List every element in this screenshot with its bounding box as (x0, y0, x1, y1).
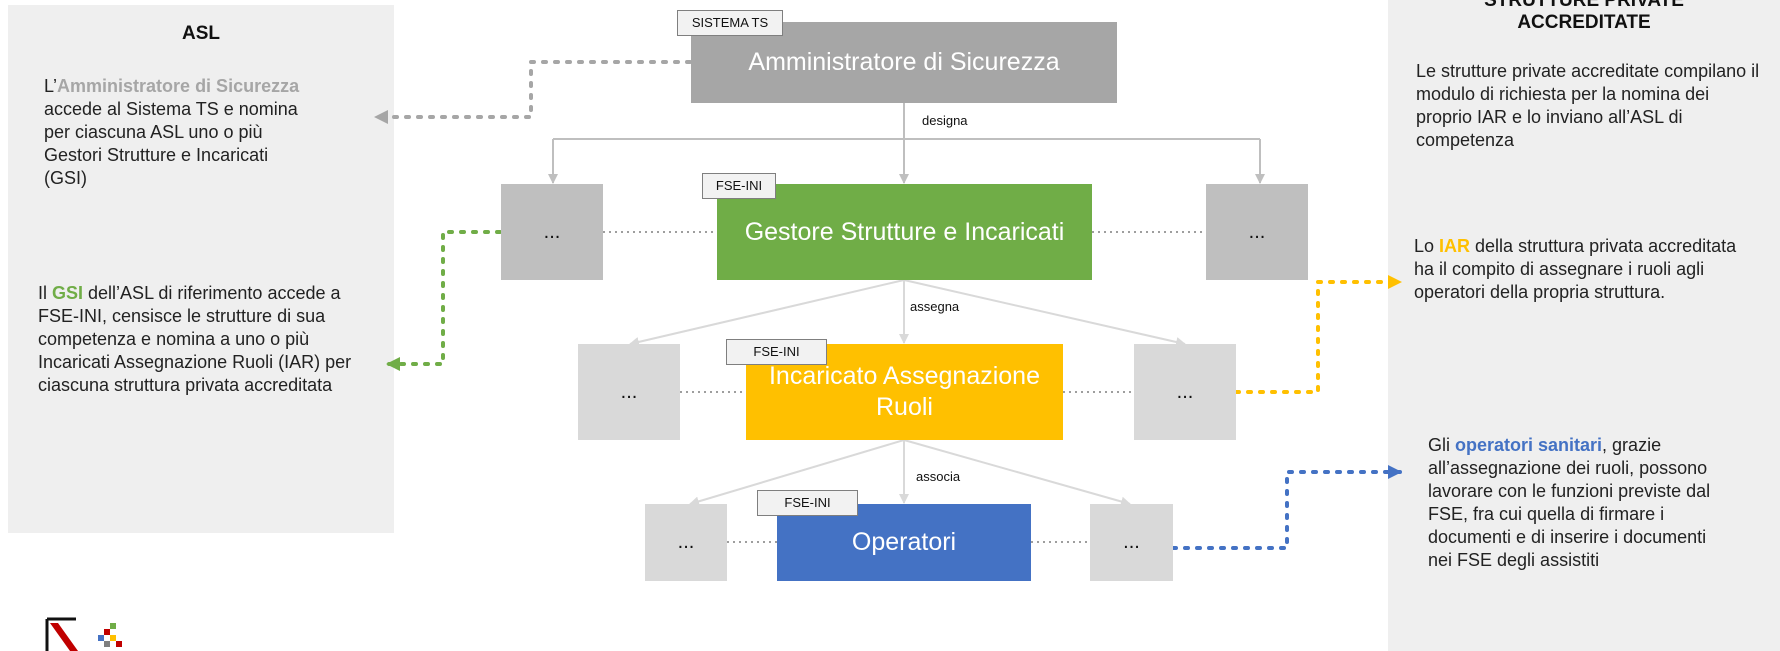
assegna-arrows (629, 279, 1186, 347)
gsi-flow-arrow (386, 230, 502, 371)
strutture-iar-description: Lo IAR della struttura privata accredita… (1414, 235, 1739, 304)
strutture-title-line1: STRUTTURE PRIVATE (1484, 0, 1684, 11)
admin-flow-arrow (374, 60, 692, 124)
strutture-panel-title: STRUTTURE PRIVATE ACCREDITATE (1388, 0, 1780, 34)
asl-admin-description: L’Amministratore di Sicurezza accede al … (44, 75, 314, 190)
strutture-panel: STRUTTURE PRIVATE ACCREDITATE Le struttu… (1388, 0, 1780, 651)
strutture-operatori-text: , grazie all’assegnazione dei ruoli, pos… (1428, 435, 1711, 570)
gsi-peer-left: ... (501, 184, 603, 280)
strutture-operatori-description: Gli operatori sanitari, grazie all’asseg… (1428, 434, 1728, 572)
tag-sistema-ts: SISTEMA TS (677, 10, 783, 36)
associa-label: associa (916, 469, 961, 484)
asl-admin-prefix: L’ (44, 76, 58, 96)
strutture-iar-prefix: Lo (1414, 236, 1440, 256)
op-peer-left: ... (645, 504, 727, 581)
assegna-label: assegna (910, 299, 960, 314)
region-logo (45, 617, 78, 651)
strutture-title-line2: ACCREDITATE (1517, 12, 1651, 33)
asl-admin-highlight: Amministratore di Sicurezza (57, 76, 300, 96)
asl-panel: ASL L’Amministratore di Sicurezza accede… (8, 5, 394, 533)
strutture-operatori-prefix: Gli (1428, 435, 1455, 455)
gsi-peer-right: ... (1206, 184, 1308, 280)
fse-logo (98, 623, 122, 647)
designa-label: designa (922, 113, 968, 128)
peer-ties (603, 231, 1206, 543)
node-gestore-strutture: Gestore Strutture e Incaricati (717, 184, 1092, 280)
asl-gsi-prefix: Il (38, 283, 53, 303)
designa-arrows (548, 103, 1265, 184)
strutture-operatori-highlight: operatori sanitari (1455, 435, 1603, 455)
iar-peer-right: ... (1134, 344, 1236, 440)
asl-gsi-description: Il GSI dell’ASL di riferimento accede a … (38, 282, 358, 397)
node-operatori: Operatori (777, 504, 1031, 581)
footer-logos (45, 617, 122, 651)
asl-gsi-highlight: GSI (52, 283, 84, 303)
tag-fse-ini-gsi: FSE-INI (702, 173, 776, 199)
strutture-request-description: Le strutture private accreditate compila… (1416, 61, 1760, 150)
asl-admin-text: accede al Sistema TS e nomina per ciascu… (44, 99, 298, 188)
asl-panel-title: ASL (182, 23, 220, 44)
associa-arrows (689, 439, 1131, 507)
iar-peer-left: ... (578, 344, 680, 440)
tag-fse-ini-iar: FSE-INI (726, 339, 827, 365)
op-peer-right: ... (1090, 504, 1173, 581)
strutture-iar-highlight: IAR (1439, 236, 1471, 256)
iar-flow-arrow (1234, 275, 1402, 394)
tag-fse-ini-op: FSE-INI (757, 490, 858, 516)
asl-gsi-text: dell’ASL di riferimento accede a FSE-INI… (38, 283, 352, 395)
strutture-iar-text: della struttura privata accreditata ha i… (1414, 236, 1737, 302)
operatori-flow-arrow (1171, 465, 1402, 550)
